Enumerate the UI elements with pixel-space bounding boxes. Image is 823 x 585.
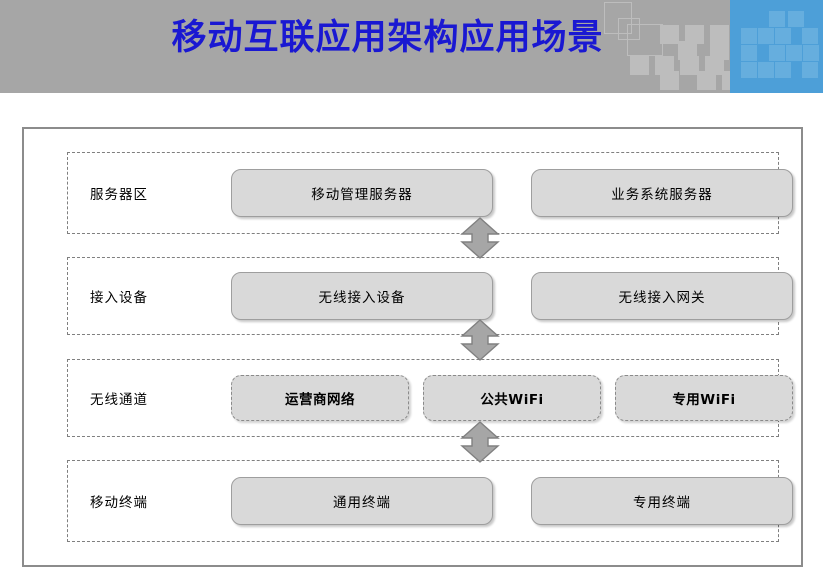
decorative-square-gray [678,41,697,60]
node-wireless-access-device[interactable]: 无线接入设备 [231,272,493,320]
header-accent-panel [730,0,823,93]
decorative-square-blue [769,45,785,61]
zone-label-access: 接入设备 [90,290,148,306]
decorative-square-gray [685,25,704,44]
decorative-square-gray [697,71,716,90]
decorative-square-blue [775,28,791,44]
decorative-square-blue [741,28,757,44]
header-banner: 移动互联应用架构应用场景 [0,0,823,93]
node-business-system-server[interactable]: 业务系统服务器 [531,169,793,217]
decorative-square-blue [741,45,757,61]
double-headed-vertical-arrow-icon [460,421,500,463]
zone-label-terminal: 移动终端 [90,495,148,511]
decorative-square-blue [758,62,774,78]
double-headed-vertical-arrow-icon [460,319,500,361]
decorative-square-gray [655,56,674,75]
decorative-outline-square-2 [618,18,640,40]
double-headed-vertical-arrow-icon [460,217,500,259]
decorative-square-blue [775,62,791,78]
zone-label-wireless: 无线通道 [90,392,148,408]
decorative-square-blue [769,11,785,27]
zone-label-server: 服务器区 [90,187,148,203]
decorative-square-gray [660,71,679,90]
node-mobile-management-server[interactable]: 移动管理服务器 [231,169,493,217]
decorative-square-gray [660,25,679,44]
decorative-square-blue [758,28,774,44]
decorative-square-gray [630,56,649,75]
decorative-square-blue [802,62,818,78]
decorative-square-gray [705,56,724,75]
zone-access-device: 接入设备 无线接入设备 无线接入网关 [67,257,793,335]
decorative-square-gray [710,25,729,44]
architecture-diagram: 服务器区 移动管理服务器 业务系统服务器 接入设备 无线接入设备 无线接入网关 … [22,127,803,567]
node-carrier-network[interactable]: 运营商网络 [231,375,409,421]
node-wireless-access-gateway[interactable]: 无线接入网关 [531,272,793,320]
page-title: 移动互联应用架构应用场景 [171,18,604,58]
decorative-square-blue [803,45,819,61]
decorative-square-blue [788,11,804,27]
node-general-terminal[interactable]: 通用终端 [231,477,493,525]
decorative-square-blue [802,28,818,44]
zone-server-area: 服务器区 移动管理服务器 业务系统服务器 [67,152,793,234]
zone-wireless-channel: 无线通道 运营商网络 公共WiFi 专用WiFi [67,359,793,437]
node-dedicated-terminal[interactable]: 专用终端 [531,477,793,525]
node-dedicated-wifi[interactable]: 专用WiFi [615,375,793,421]
decorative-square-blue [786,45,802,61]
zone-mobile-terminal: 移动终端 通用终端 专用终端 [67,460,793,542]
decorative-square-gray [680,56,699,75]
node-public-wifi[interactable]: 公共WiFi [423,375,601,421]
decorative-square-blue [741,62,757,78]
decorative-square-gray [710,41,729,60]
